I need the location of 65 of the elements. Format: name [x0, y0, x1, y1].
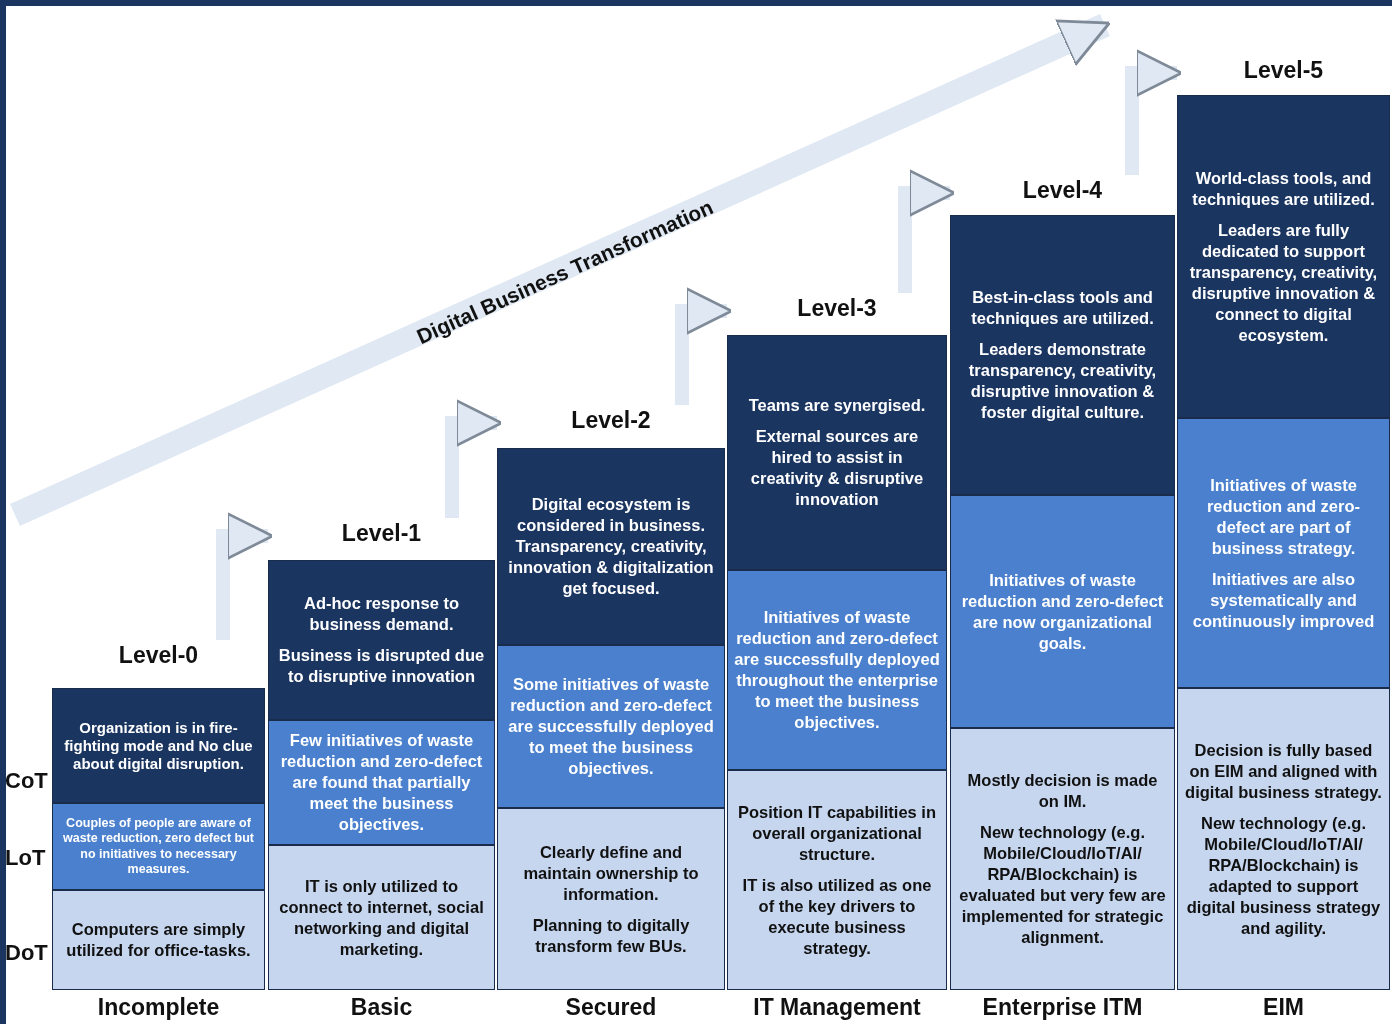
box-text: Position IT capabilities in overall organizational structure. — [736, 801, 937, 865]
box-text: Initiatives of waste reduction and zero-defect are successfully deployed throughout the enterprise to meet the business objectives. — [734, 607, 940, 733]
level-heading: Level-2 — [570, 407, 652, 434]
box-text: IT is only utilized to connect to internet, social networking and digital marketing. — [278, 875, 485, 960]
box-text: Leaders demonstrate transparency, creativity, disruptive innovation & foster digital culture. — [967, 339, 1158, 423]
row-label: CoT — [5, 768, 48, 794]
capability-box — [1177, 95, 1390, 418]
level-name: Secured — [564, 994, 658, 1021]
box-text: Planning to digitally transform few BUs. — [531, 914, 691, 957]
box-text: Couples of people are aware of waste reduction, zero defect but no initiatives to necessary measures. — [62, 815, 255, 878]
level-heading: Level-0 — [117, 642, 200, 669]
box-text: IT is also utilized as one of the key drivers to execute business strategy. — [741, 874, 933, 959]
box-text: Ad-hoc response to business demand. — [303, 593, 460, 635]
box-text: Organization is in fire-fighting mode and No clue about digital disruption. — [63, 718, 254, 773]
capability-box — [727, 335, 947, 570]
level-heading: Level-1 — [340, 520, 423, 547]
box-text: Leaders are fully dedicated to support transparency, creativity, disruptive innovation & connect to digital ecosystem. — [1188, 219, 1379, 346]
box-text: Initiatives of waste reduction and zero-defect are part of business strategy. — [1205, 474, 1362, 559]
box-text: New technology (e.g. Mobile/Cloud/IoT/AI/ RPA/Blockchain) is adapted to support digital business strategy and agility. — [1185, 812, 1382, 939]
leadership-box — [268, 720, 495, 845]
capability-box — [268, 560, 495, 720]
capability-box — [950, 215, 1175, 495]
level-name: Incomplete — [96, 994, 221, 1021]
step-arrow — [1125, 49, 1183, 175]
level-name: Enterprise ITM — [981, 994, 1144, 1021]
box-text: Best-in-class tools and techniques are utilized. — [970, 287, 1155, 329]
technology-box — [268, 845, 495, 990]
box-text: Initiatives of waste reduction and zero-defect are now organizational goals. — [960, 569, 1165, 654]
technology-box — [727, 770, 947, 990]
row-label: LoT — [5, 845, 46, 871]
box-text: Decision is fully based on EIM and aligned with digital business strategy. — [1184, 739, 1383, 803]
box-text: Some initiatives of waste reduction and zero-defect are successfully deployed to meet the business objectives. — [507, 674, 715, 779]
box-text: New technology (e.g. Mobile/Cloud/IoT/AI/ RPA/Blockchain) is evaluated but very few are implemented for strategic alignment. — [958, 822, 1167, 948]
technology-box — [1177, 688, 1390, 990]
step-arrow — [445, 399, 503, 518]
level-name: Basic — [349, 994, 414, 1021]
box-text: Mostly decision is made on IM. — [966, 770, 1159, 812]
box-text: World-class tools, and techniques are utilized. — [1191, 167, 1376, 210]
step-arrow — [898, 169, 956, 293]
row-label: DoT — [5, 940, 48, 966]
level-heading: Level-5 — [1242, 57, 1325, 84]
technology-box — [52, 890, 265, 990]
leadership-box — [950, 495, 1175, 728]
technology-box — [497, 808, 725, 990]
level-heading: Level-4 — [1021, 177, 1104, 204]
capability-box — [497, 448, 725, 645]
level-name: EIM — [1262, 994, 1305, 1021]
box-text: Initiatives are also systematically and continuously improved — [1191, 568, 1376, 632]
level-name: IT Management — [752, 994, 922, 1021]
box-text: Digital ecosystem is considered in business. Transparency, creativity, innovation & digitalization get focused. — [507, 494, 715, 599]
technology-box — [950, 728, 1175, 990]
box-text: External sources are hired to assist in creativity & disruptive innovation — [749, 426, 925, 510]
leadership-box — [1177, 418, 1390, 688]
leadership-box — [497, 645, 725, 808]
box-text: Teams are synergised. — [748, 395, 926, 416]
box-text: Clearly define and maintain ownership to information. — [522, 841, 700, 905]
step-arrow — [216, 512, 274, 640]
box-text: Few initiatives of waste reduction and zero-defect are found that partially meet the business objectives. — [279, 730, 484, 835]
box-text: Computers are simply utilized for office-tasks. — [65, 919, 252, 961]
box-text: Business is disrupted due to disruptive innovation — [277, 645, 486, 687]
leadership-box — [727, 570, 947, 770]
leadership-box — [52, 803, 265, 890]
capability-box — [52, 688, 265, 803]
step-arrow — [675, 287, 733, 405]
level-heading: Level-3 — [796, 295, 878, 322]
